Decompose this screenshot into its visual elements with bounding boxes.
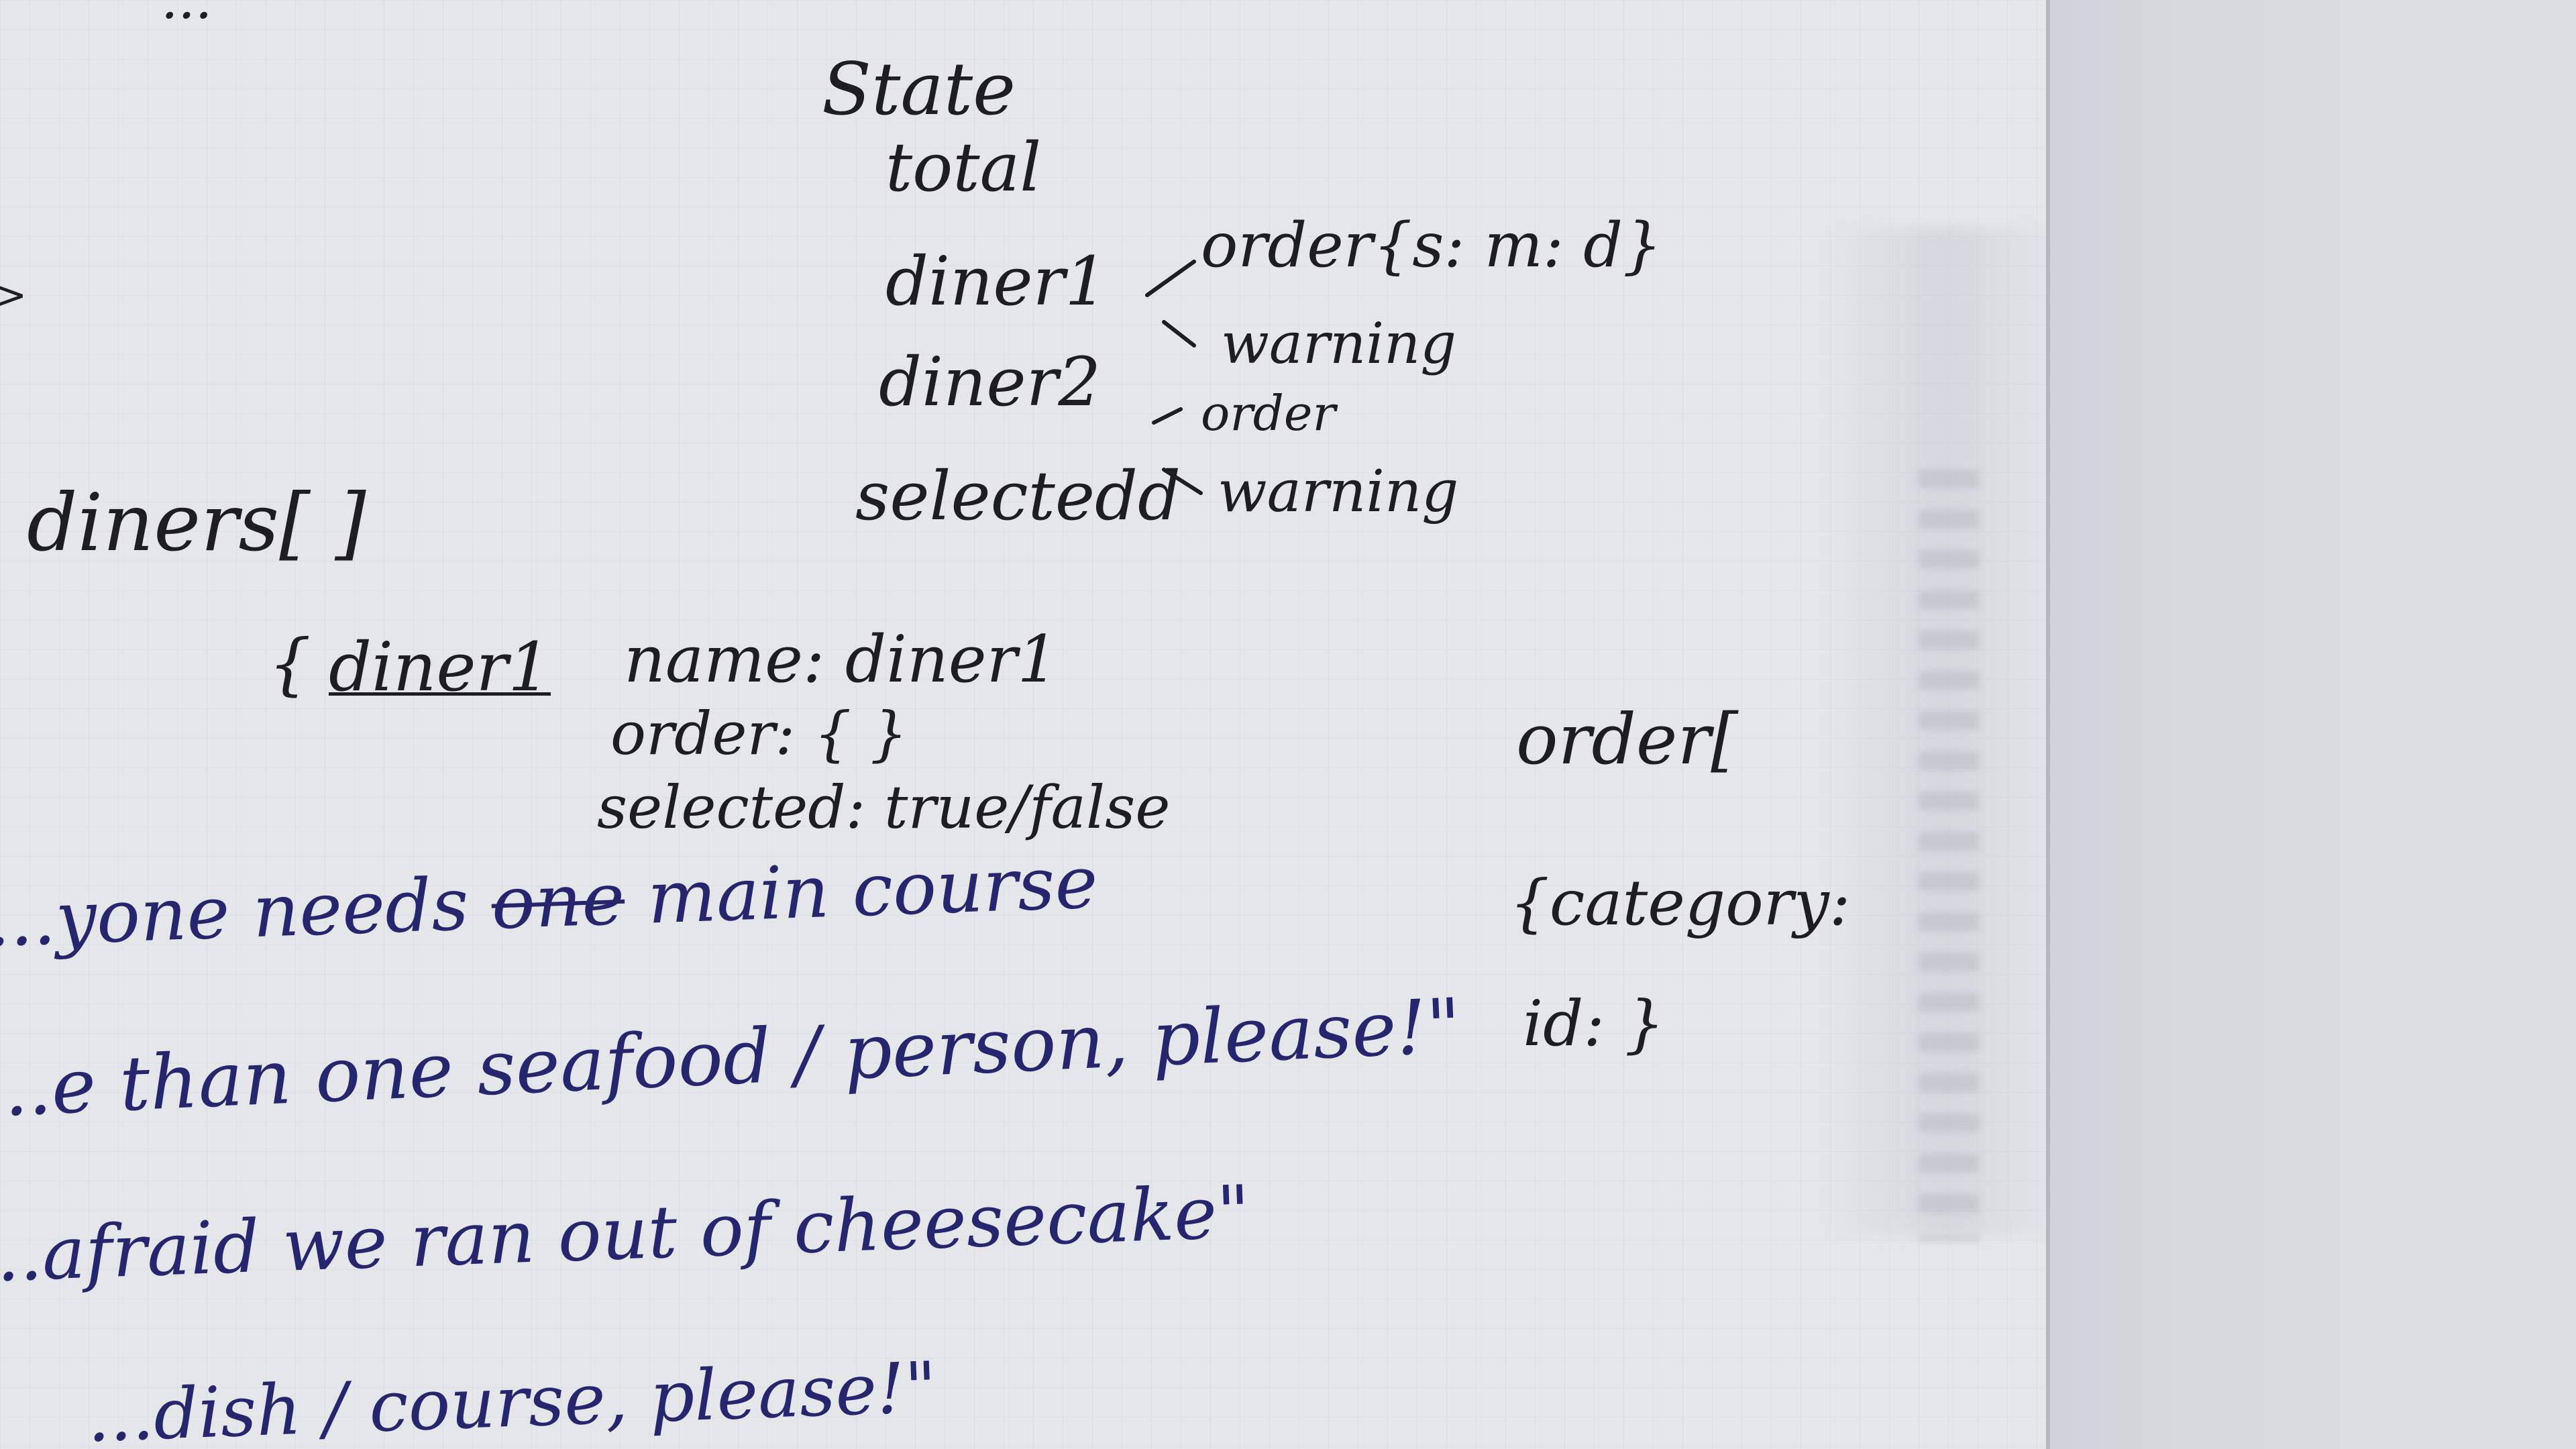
diner-object-open-brace: {	[268, 625, 311, 703]
grid-paper	[0, 0, 2046, 1449]
top-fragment-text: ...	[161, 0, 212, 27]
diner-object-selected-line: selected: true/false	[597, 773, 1171, 842]
diner1-order-branch: order{s: m: d}	[1201, 209, 1662, 281]
message-main-course-lead: ...yone needs	[0, 861, 493, 963]
state-item-selected: selectedd	[855, 457, 1181, 535]
state-item-diner1: diner1	[885, 242, 1108, 321]
category-object-line2: id: }	[1523, 987, 1665, 1061]
side-fragment-text: >	[0, 275, 27, 315]
diner1-warning-branch: warning	[1221, 311, 1456, 376]
page-edge	[2046, 0, 2576, 1449]
category-object-line1: {category:	[1509, 867, 1851, 940]
diner2-order-branch: order	[1201, 385, 1336, 441]
paper-shadow	[1825, 228, 2066, 1234]
diner-object-order-line: order: { }	[610, 699, 908, 768]
diner-object-struck-key: diner1	[329, 628, 551, 706]
message-main-course-struck-word: one	[490, 857, 627, 946]
state-item-total: total	[885, 128, 1042, 207]
state-heading: State	[822, 48, 1016, 131]
bleed-through-ink	[1919, 470, 1979, 1241]
order-array-label: order[	[1516, 698, 1738, 780]
message-main-course-tail: main course	[623, 841, 1099, 941]
diner2-warning-branch: warning	[1218, 458, 1459, 525]
diner-object-name-line: name: diner1	[624, 622, 1059, 697]
diners-array-label: diners[ ]	[27, 476, 366, 569]
state-item-diner2: diner2	[879, 343, 1102, 421]
